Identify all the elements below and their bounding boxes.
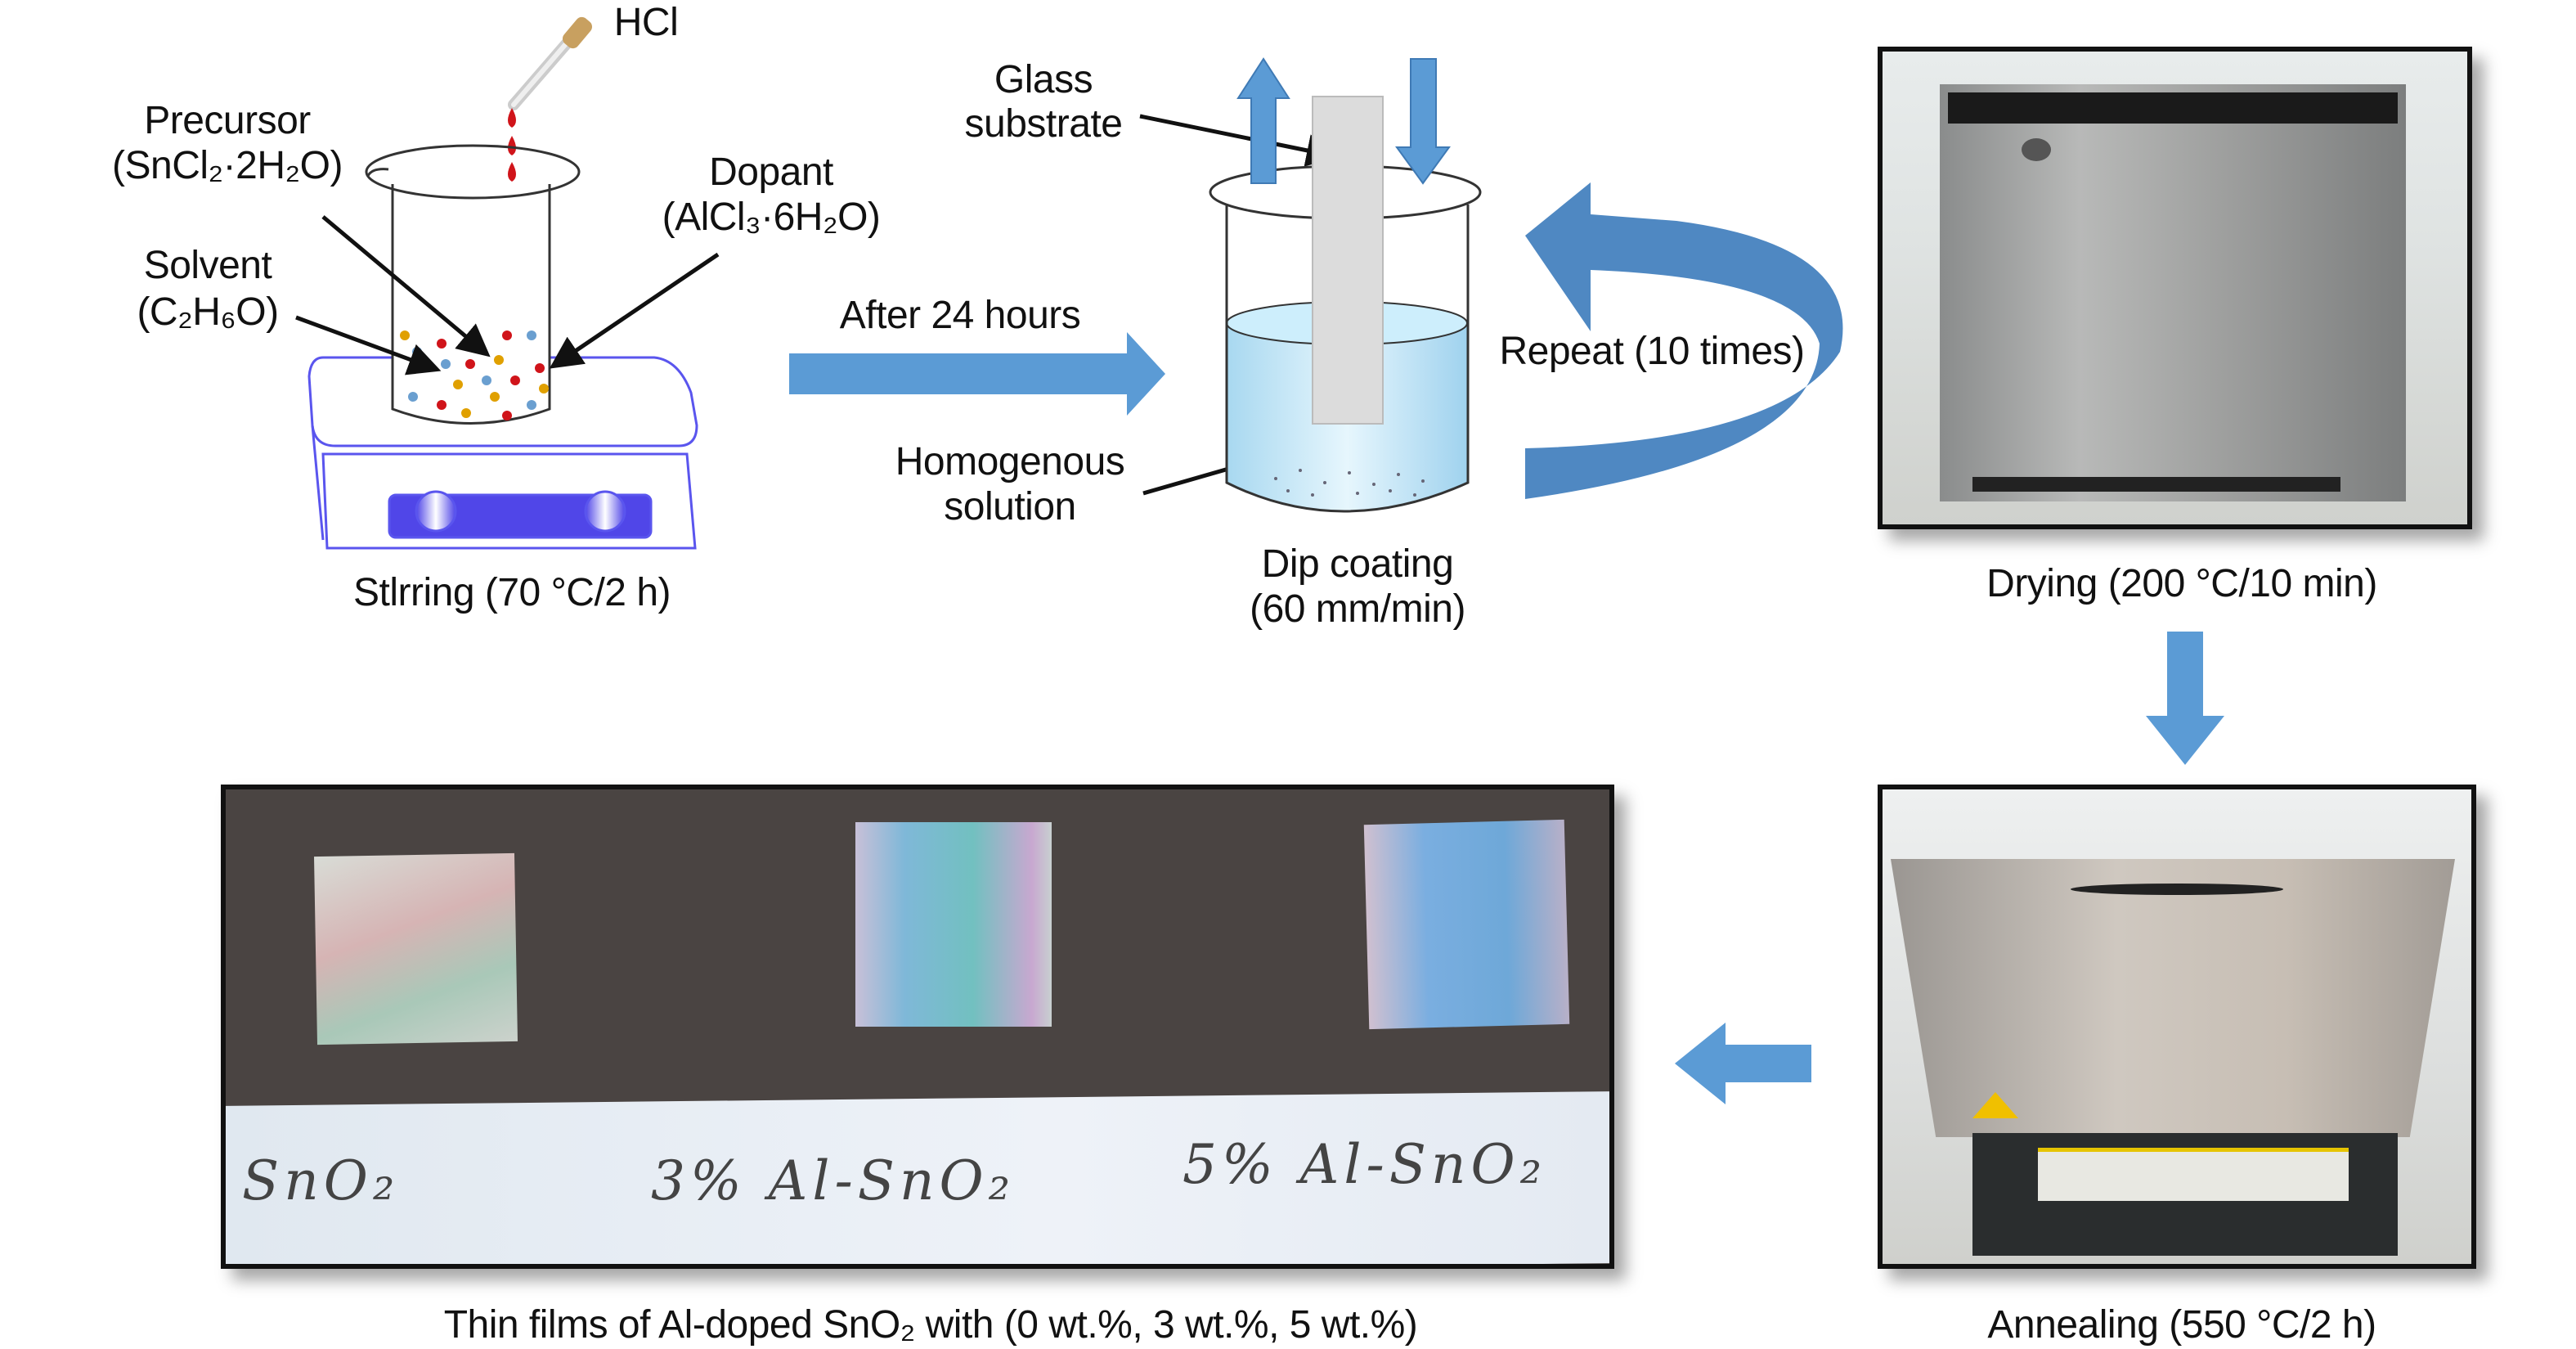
furnace-handle (2071, 884, 2283, 895)
sample-label-2: 5% Al-SnO₂ (1183, 1133, 1547, 1196)
solution-label-line2: solution (944, 485, 1076, 528)
warning-icon (1972, 1092, 2018, 1118)
arrow-up-icon (1236, 57, 1290, 184)
after-24-hours-label: After 24 hours (839, 294, 1081, 337)
glass-substrate (1312, 96, 1384, 425)
controller-display (2038, 1148, 2349, 1201)
arrow-down-icon (2146, 632, 2224, 765)
film-sample-3 (855, 822, 1052, 1027)
dropper-icon (508, 16, 593, 110)
solvent-formula: (C₂H₆O) (137, 290, 279, 334)
solution-label-line1: Homogenous (895, 440, 1125, 483)
thin-films-photo: SnO₂ 3% Al-SnO₂ 5% Al-SnO₂ (221, 785, 1614, 1269)
dip-caption-line1: Dip coating (1261, 542, 1454, 586)
sample-label-1: 3% Al-SnO₂ (651, 1149, 1016, 1212)
arrow-right-icon (789, 332, 1165, 416)
drying-caption: Drying (200 °C/10 min) (1986, 562, 2377, 605)
dopant-title: Dopant (709, 151, 833, 194)
oven-handle (2022, 138, 2051, 161)
films-caption: Thin films of Al-doped SnO₂ with (0 wt.%… (443, 1303, 1418, 1347)
oven-control-panel (1948, 92, 2398, 124)
furnace-controller (1972, 1133, 2398, 1256)
furnace-door (1891, 859, 2455, 1137)
solvent-title: Solvent (143, 244, 272, 287)
sample-label-0: SnO₂ (242, 1149, 400, 1212)
film-sample-0 (314, 852, 518, 1045)
repeat-arrow-icon (1525, 182, 1843, 499)
drying-oven-photo (1878, 47, 2472, 529)
glass-label-line2: substrate (964, 102, 1123, 146)
arrow-left-icon (1675, 1023, 1811, 1104)
annealing-caption: Annealing (550 °C/2 h) (1987, 1303, 2376, 1347)
annealing-furnace-photo (1878, 785, 2476, 1269)
oven-base (1972, 477, 2340, 492)
precursor-title: Precursor (144, 99, 311, 142)
dip-caption-line2: (60 mm/min) (1250, 587, 1465, 631)
stirring-caption: Stlrring (70 °C/2 h) (353, 571, 671, 614)
arrow-down-icon (1395, 58, 1451, 185)
precursor-formula: (SnCl₂·2H₂O) (112, 144, 343, 187)
mixing-beaker (365, 144, 581, 425)
film-sample-5 (1363, 819, 1570, 1030)
oven-body (1940, 84, 2406, 501)
hcl-drops (508, 108, 516, 182)
dopant-formula: (AlCl₃·6H₂O) (662, 196, 881, 239)
hcl-label: HCl (613, 1, 679, 44)
repeat-label: Repeat (10 times) (1499, 330, 1806, 373)
glass-label-line1: Glass (994, 58, 1093, 101)
